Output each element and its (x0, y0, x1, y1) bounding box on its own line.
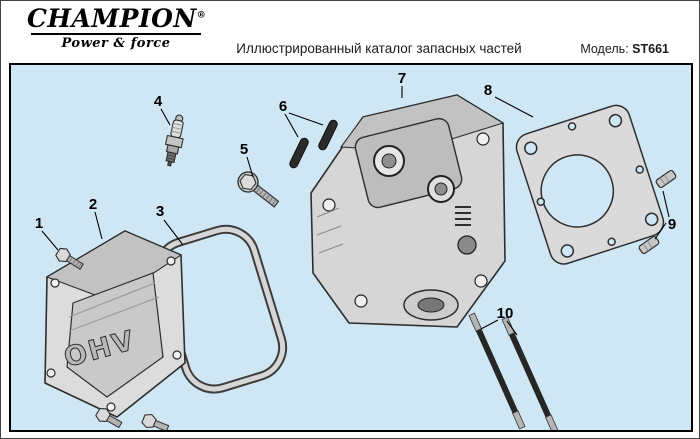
part-9-pins (638, 169, 677, 255)
part-7-cylinder-head (310, 94, 506, 328)
model-caption: Модель: (580, 42, 629, 56)
brand-tagline: Power & force (61, 35, 171, 51)
model-value: ST661 (632, 42, 669, 56)
part-6-pins (289, 119, 338, 169)
leader-lines (41, 86, 670, 336)
exploded-diagram: OHV (35, 70, 677, 430)
callout-5: 5 (240, 141, 248, 158)
callout-7: 7 (398, 70, 406, 87)
part-4-spark-plug (164, 114, 184, 167)
champion-logo: CHAMPION® Power & force (27, 4, 207, 51)
part-1-bolt (55, 247, 84, 270)
cover-bolts-bottom (95, 407, 170, 430)
callout-4: 4 (154, 93, 163, 110)
callout-6: 6 (279, 98, 287, 115)
part-5-bolt (237, 171, 280, 208)
catalog-title: Иллюстрированный каталог запасных частей (236, 41, 522, 56)
callout-1: 1 (35, 215, 43, 232)
brand-name: CHAMPION® (27, 4, 207, 33)
callout-10: 10 (497, 305, 514, 322)
model-label: Модель: ST661 (580, 42, 669, 56)
part-10-studs (468, 312, 559, 430)
logo-divider (31, 32, 201, 35)
part-2-valve-cover: OHV (44, 230, 186, 418)
part-8-head-gasket (515, 104, 665, 265)
registered-mark-icon: ® (196, 10, 207, 21)
diagram-area: OHV (9, 63, 693, 432)
callout-9: 9 (668, 216, 676, 233)
callout-2: 2 (89, 196, 97, 213)
callout-3: 3 (156, 203, 164, 220)
callout-8: 8 (484, 82, 492, 99)
